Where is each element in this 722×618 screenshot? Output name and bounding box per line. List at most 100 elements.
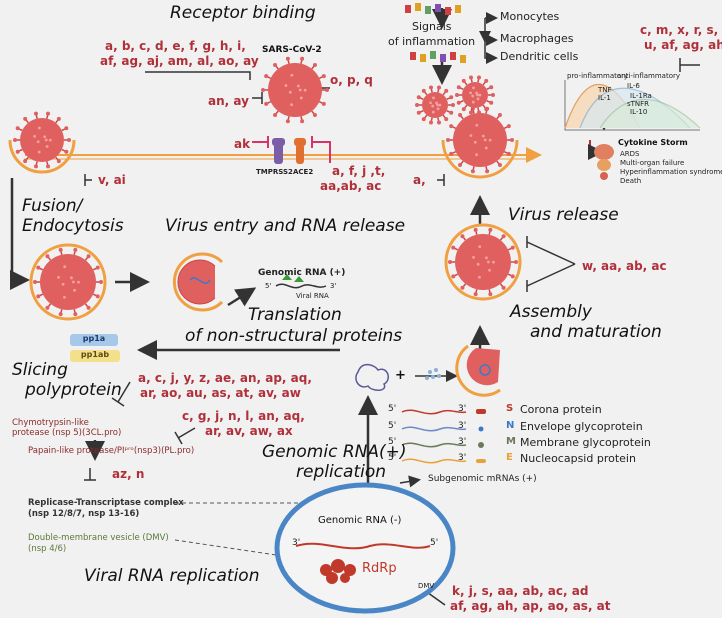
virus-assembled: [444, 223, 522, 301]
il6-label: IL-6: [627, 82, 640, 90]
genomic-replication-title-1: Genomic RNA(+): [262, 442, 407, 462]
ace2-label: ACE2: [293, 168, 314, 176]
mof-label: Multi-organ failure: [620, 159, 685, 167]
inhibitors-plpro-2: ar, av, aw, ax: [205, 424, 293, 438]
protein-strand-3-prime: 3': [458, 437, 467, 447]
rdrp-label: RdRp: [362, 561, 397, 576]
pp1ab-badge: pp1ab: [70, 350, 120, 362]
dendritic-label: Dendritic cells: [500, 50, 579, 63]
sars-label: SARS-CoV-2: [262, 45, 322, 55]
dmv-small-label: DMV: [418, 582, 435, 590]
cytokine-storm-swirl: [594, 144, 614, 180]
inhibitors-a-release: a,: [413, 173, 426, 187]
cytokine-storm-label: Cytokine Storm: [618, 138, 688, 147]
nucleocapsid-dots: [425, 368, 441, 380]
tnf-label: TNF: [598, 86, 612, 94]
rna-3-prime: 3': [330, 282, 337, 290]
virus-small-left: [415, 85, 455, 125]
receptor-binding-title: Receptor binding: [170, 3, 316, 23]
papain-label: Papain-like protease/PIᵖʳᵒ(nsp3)(PL.pro): [28, 446, 195, 456]
pp1a-badge: pp1a: [70, 334, 118, 346]
hyper-label: Hyperinflammation syndrome: [620, 168, 722, 176]
inhibitors-ace-2: aa,ab, ac: [320, 179, 382, 193]
inhibitors-cytokine-1: c, m, x, r, s, t,: [640, 23, 722, 37]
cytokine-chart: [564, 80, 701, 131]
neg-rna-5-prime: 5': [430, 538, 439, 548]
inhibitors-rdrp-2: af, ag, ah, ap, ao, as, at: [450, 599, 611, 613]
chymotrypsin-label-1: Chymotrypsin-like: [12, 418, 89, 428]
virion-assembly-partial: [455, 344, 501, 397]
inhibitors-release: w, aa, ab, ac: [582, 259, 667, 273]
anti-inflammatory-label: anti-inflammatory: [617, 72, 680, 80]
inflammation-signals: [405, 3, 466, 63]
protein-strand-5-prime: 5': [388, 437, 397, 447]
signals-label-2: of inflammation: [388, 35, 476, 48]
ards-label: ARDS: [620, 150, 640, 158]
inhibitors-v-ai: v, ai: [98, 173, 126, 187]
il1ra-label: IL-1Ra: [630, 92, 652, 100]
protein-strand-3-prime: 3': [458, 421, 467, 431]
sars-cov-2-virus: [261, 56, 329, 124]
inhibitors-plpro-1: c, g, j, n, l, an, aq,: [182, 409, 305, 423]
chymotrypsin-label-2: protease (nsp 5)(3CL.pro): [12, 428, 122, 438]
protein-strand-3-prime: 3': [458, 453, 467, 463]
protein-letter: S: [506, 403, 514, 414]
inhibitors-rdrp-1: k, j, s, aa, ab, ac, ad: [452, 584, 589, 598]
envelope-squiggle: [355, 363, 389, 391]
genomic-rna-pos-label: Genomic RNA (+): [258, 268, 346, 278]
plus-sign: +: [395, 368, 406, 383]
tmprss2-receptor: [272, 138, 285, 164]
signals-label-1: Signals: [412, 20, 452, 33]
inhibitors-slicing-1: a, c, j, y, z, ae, an, ap, aq,: [138, 371, 312, 385]
pro-inflammatory-label: pro-inflammatory: [567, 72, 629, 80]
genomic-rna-neg-label: Genomic RNA (-): [318, 515, 402, 526]
inhibitors-opq: o, p, q: [330, 73, 373, 87]
protein-letter: N: [506, 420, 515, 431]
il10-label: IL-10: [630, 108, 648, 116]
virus-release-title: Virus release: [508, 205, 619, 225]
viral-rna-label: Viral RNA: [296, 292, 329, 300]
protein-markers: [476, 409, 486, 463]
translation-title-1: Translation: [248, 305, 342, 325]
inhibitors-az-n: az, n: [112, 467, 145, 481]
monocytes-label: Monocytes: [500, 10, 560, 23]
protein-strand-5-prime: 5': [388, 404, 397, 414]
virus-entry-opened: [172, 252, 224, 312]
assembly-title-1: Assembly: [510, 302, 592, 322]
neg-rna-3-prime: 3': [292, 538, 301, 548]
fusion-title: Fusion/: [22, 196, 83, 216]
protein-strand-5-prime: 5': [388, 453, 397, 463]
virus-small-right: [455, 75, 495, 115]
replicase-label-2: (nsp 12/8/7, nsp 13-16): [28, 509, 140, 519]
inhibitors-an-ay: an, ay: [208, 94, 249, 108]
viral-rna-replication-title: Viral RNA replication: [84, 566, 260, 586]
inhibitors-ace-1: a, f, j ,t,: [332, 164, 386, 178]
genomic-replication-title-2: replication: [296, 462, 387, 482]
death-label: Death: [620, 177, 642, 185]
protein-name: Envelope glycoprotein: [520, 420, 643, 433]
protein-name: Corona protein: [520, 403, 602, 416]
rna-5-prime: 5': [265, 282, 272, 290]
structural-rna-strands: [401, 409, 467, 464]
translation-title-2: of non-structural proteins: [185, 326, 403, 346]
protein-strand-5-prime: 5': [388, 421, 397, 431]
protein-strand-3-prime: 3': [458, 404, 467, 414]
inhibitors-receptor-2: af, ag, aj, am, al, ao, ay: [100, 54, 259, 68]
endocytosis-title: Endocytosis: [22, 216, 124, 236]
inhibitors-slicing-2: ar, ao, au, as, at, av, aw: [140, 386, 301, 400]
protein-letter: M: [506, 436, 516, 447]
inhibitors-cytokine-2: u, af, ag, ah: [644, 38, 722, 52]
il1-label: IL-1: [598, 94, 611, 102]
assembly-title-2: and maturation: [530, 322, 662, 342]
subgenomic-label: Subgenomic mRNAs (+): [428, 474, 537, 484]
rdrp-complex: [320, 559, 356, 584]
inhibitors-ak: ak: [234, 137, 251, 151]
stnfr-label: sTNFR: [627, 100, 650, 108]
slicing-title-1: Slicing: [12, 360, 68, 380]
virus-released: [441, 106, 519, 179]
virus-endocytosed: [29, 243, 107, 321]
protein-letter: E: [506, 452, 513, 463]
ace2-receptor: [294, 138, 306, 164]
protein-name: Membrane glycoprotein: [520, 436, 651, 449]
